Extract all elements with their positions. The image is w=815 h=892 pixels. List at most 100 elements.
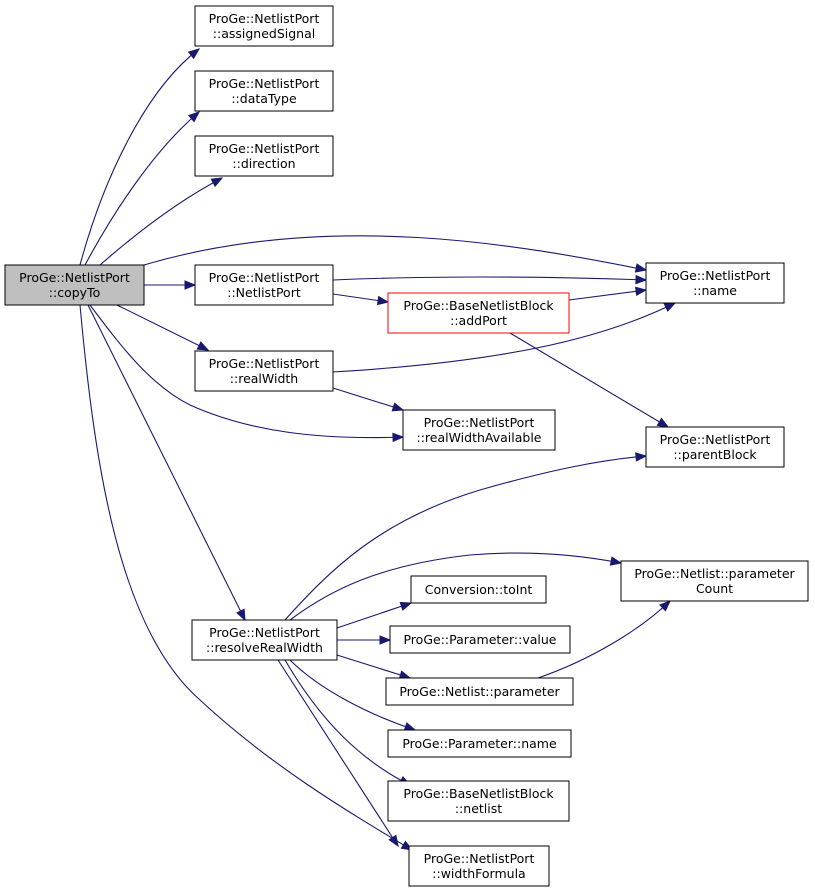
node-realWidthAvailable[interactable]: ProGe::NetlistPort::realWidthAvailable — [402, 409, 556, 451]
edge-netlistparameter-parametercount — [537, 600, 671, 679]
edge-copyto-direction — [99, 177, 223, 266]
node-box-netlistParameter — [385, 677, 574, 706]
edge-resolve-parametercount-arrowhead — [609, 556, 623, 566]
node-paramName[interactable]: ProGe::Parameter::name — [387, 729, 572, 758]
edge-netlistport-addport-arrowhead — [376, 295, 390, 306]
node-toInt[interactable]: Conversion::toInt — [410, 575, 547, 604]
node-direction[interactable]: ProGe::NetlistPort::direction — [194, 135, 334, 177]
node-addPort[interactable]: ProGe::BaseNetlistBlock::addPort — [387, 292, 570, 334]
node-label-netlistPort-1: ::NetlistPort — [227, 285, 301, 300]
node-box-addPort — [387, 292, 570, 334]
node-label-parameterCount-1: Count — [696, 581, 733, 596]
edge-copyto-realwidthavailable-arrowhead — [392, 432, 405, 443]
edge-copyto-resolverealwidth-arrowhead — [236, 608, 246, 622]
node-box-realWidthAvailable — [402, 409, 556, 451]
node-label-paramValue-0: ProGe::Parameter::value — [403, 632, 556, 647]
edge-resolve-parametercount — [289, 552, 622, 621]
node-widthFormula[interactable]: ProGe::NetlistPort::widthFormula — [408, 845, 550, 887]
edge-copyto-direction-arrowhead — [210, 177, 224, 188]
node-label-copyTo-1: ::copyTo — [49, 285, 100, 300]
node-netlist[interactable]: ProGe::BaseNetlistBlock::netlist — [387, 780, 570, 822]
node-label-netlistParameter-0: ProGe::Netlist::parameter — [399, 684, 560, 699]
node-label-dataType-1: ::dataType — [231, 91, 297, 106]
edge-realwidth-realwidthavailable-arrowhead — [391, 402, 405, 412]
node-label-portName-1: ::name — [693, 283, 737, 298]
node-box-portName — [645, 262, 785, 304]
edge-realwidth-name-arrowhead — [663, 302, 677, 312]
node-label-netlist-1: ::netlist — [455, 801, 502, 816]
node-box-toInt — [410, 575, 547, 604]
node-label-parentBlock-1: ::parentBlock — [673, 447, 757, 462]
node-label-assignedSignal-1: ::assignedSignal — [213, 26, 315, 41]
edge-copyto-assignedsignal — [79, 48, 200, 266]
node-label-paramName-0: ProGe::Parameter::name — [402, 736, 557, 751]
node-resolveRealWidth[interactable]: ProGe::NetlistPort::resolveRealWidth — [191, 619, 338, 661]
edge-addport-name — [568, 289, 647, 301]
node-box-netlistPort — [194, 264, 334, 306]
node-paramValue[interactable]: ProGe::Parameter::value — [389, 625, 571, 654]
node-label-realWidthAvailable-0: ProGe::NetlistPort — [424, 415, 535, 430]
node-label-realWidth-0: ProGe::NetlistPort — [209, 356, 320, 371]
node-box-paramValue — [389, 625, 571, 654]
node-assignedSignal[interactable]: ProGe::NetlistPort::assignedSignal — [194, 5, 334, 47]
node-netlistParameter[interactable]: ProGe::Netlist::parameter — [385, 677, 574, 706]
node-box-resolveRealWidth — [191, 619, 338, 661]
edge-resolve-widthformula-arrowhead — [388, 834, 399, 848]
edge-resolve-parentblock — [284, 455, 647, 621]
node-label-portName-0: ProGe::NetlistPort — [660, 268, 771, 283]
edge-resolve-netlistparameter — [336, 654, 411, 679]
node-label-addPort-0: ProGe::BaseNetlistBlock — [403, 298, 554, 313]
node-box-parentBlock — [645, 426, 785, 468]
edge-copyto-netlistport-arrowhead — [184, 280, 197, 290]
nodes: ProGe::NetlistPort::copyToProGe::Netlist… — [4, 5, 809, 887]
node-label-netlist-0: ProGe::BaseNetlistBlock — [403, 786, 554, 801]
node-label-direction-0: ProGe::NetlistPort — [209, 141, 320, 156]
node-label-resolveRealWidth-1: ::resolveRealWidth — [206, 640, 323, 655]
edge-addport-parentblock-arrowhead — [656, 417, 670, 428]
node-label-parameterCount-0: ProGe::Netlist::parameter — [634, 566, 795, 581]
node-dataType[interactable]: ProGe::NetlistPort::dataType — [194, 70, 334, 112]
edge-copyto-realwidthavailable — [89, 304, 404, 439]
node-box-parameterCount — [620, 560, 809, 602]
edge-copyto-name-arrowhead — [634, 263, 648, 273]
edge-copyto-datatype-arrowhead — [187, 111, 201, 123]
node-label-toInt-0: Conversion::toInt — [425, 582, 533, 597]
node-label-netlistPort-0: ProGe::NetlistPort — [209, 270, 320, 285]
edge-resolve-netlist — [284, 659, 411, 786]
edge-copyto-realwidth — [116, 304, 209, 351]
node-box-assignedSignal — [194, 5, 334, 47]
node-label-realWidthAvailable-1: ::realWidthAvailable — [416, 430, 541, 445]
edge-resolve-widthformula — [277, 659, 399, 847]
node-box-copyTo — [4, 264, 145, 306]
node-label-addPort-1: ::addPort — [450, 313, 507, 328]
edge-copyto-realwidth-arrowhead — [196, 341, 210, 351]
edge-resolve-paramname-arrowhead — [403, 722, 417, 732]
edge-copyto-resolverealwidth — [87, 304, 246, 621]
node-copyTo[interactable]: ProGe::NetlistPort::copyTo — [4, 264, 145, 306]
edge-resolve-toint — [336, 602, 412, 629]
edge-copyto-name — [143, 235, 647, 271]
node-label-widthFormula-1: ::widthFormula — [432, 866, 525, 881]
node-parentBlock[interactable]: ProGe::NetlistPort::parentBlock — [645, 426, 785, 468]
edge-realwidth-name — [332, 302, 676, 373]
edge-resolve-parentblock-arrowhead — [635, 452, 648, 462]
node-label-assignedSignal-0: ProGe::NetlistPort — [209, 11, 320, 26]
node-realWidth[interactable]: ProGe::NetlistPort::realWidth — [194, 350, 334, 392]
node-label-parentBlock-0: ProGe::NetlistPort — [660, 432, 771, 447]
edge-netlistport-name-arrowhead — [635, 274, 648, 285]
node-box-direction — [194, 135, 334, 177]
node-label-widthFormula-0: ProGe::NetlistPort — [424, 851, 535, 866]
edge-copyto-widthformula — [79, 304, 413, 851]
node-label-dataType-0: ProGe::NetlistPort — [209, 76, 320, 91]
node-box-widthFormula — [408, 845, 550, 887]
edge-resolve-toint-arrowhead — [399, 601, 413, 611]
edge-netlistport-name — [332, 276, 647, 281]
node-box-netlist — [387, 780, 570, 822]
edge-netlistparameter-parametercount-arrowhead — [659, 600, 671, 612]
edge-realwidth-realwidthavailable — [332, 387, 404, 411]
edge-addport-name-arrowhead — [634, 286, 648, 297]
node-portName[interactable]: ProGe::NetlistPort::name — [645, 262, 785, 304]
node-netlistPort[interactable]: ProGe::NetlistPort::NetlistPort — [194, 264, 334, 306]
node-label-direction-1: ::direction — [232, 156, 295, 171]
